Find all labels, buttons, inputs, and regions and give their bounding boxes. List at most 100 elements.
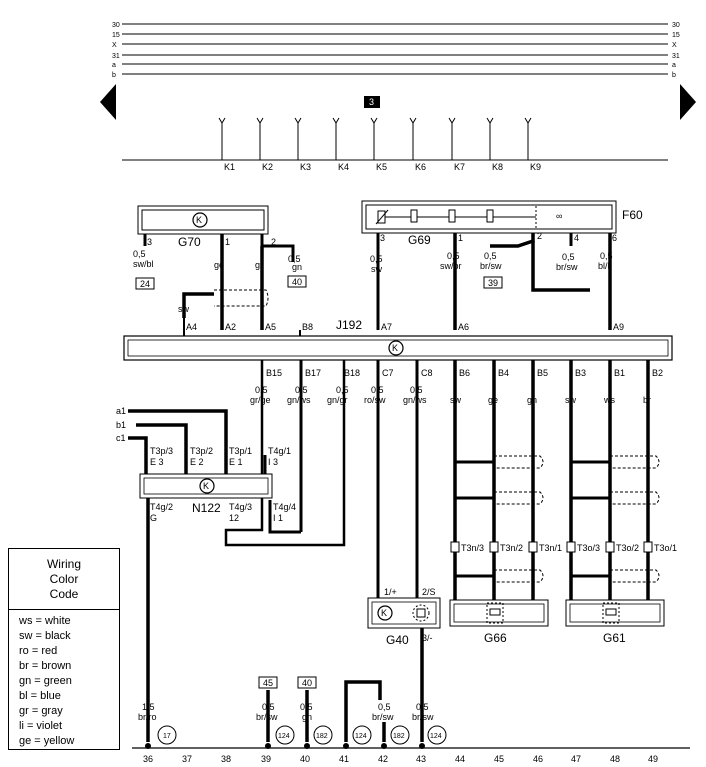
wire-color: gn/ws	[287, 395, 311, 405]
wire-gauge: 0,5	[370, 254, 383, 264]
legend-title-line: Code	[49, 587, 79, 601]
ground-ref: 182	[316, 733, 328, 740]
pin-label: T3p/3	[150, 446, 173, 456]
rail-labels-right: 30 15 X 31 a b	[672, 22, 680, 79]
pin-label: B1	[614, 368, 625, 378]
pin-label: 2	[271, 237, 276, 247]
component-g69[interactable]: ∞	[361, 200, 617, 234]
j192-top-wires	[183, 318, 301, 336]
rail-label: b	[112, 72, 116, 79]
column-number: 46	[533, 754, 543, 764]
pin-label: B5	[537, 368, 548, 378]
pin-label: C7	[382, 368, 394, 378]
arrow-left-icon[interactable]	[100, 84, 116, 120]
page-marker-box	[364, 96, 380, 108]
legend-row: ws = white	[19, 615, 71, 627]
ref-box	[287, 275, 307, 288]
g70-label: G70	[178, 235, 201, 249]
column-number: 36	[143, 754, 153, 764]
bottom-wires	[266, 628, 424, 742]
pin-label: B8	[302, 322, 313, 332]
pin-label: T3n/1	[539, 543, 562, 553]
g61-label: G61	[603, 631, 626, 645]
pin-label: B3	[575, 368, 586, 378]
component-g70[interactable]: K	[137, 205, 269, 235]
wire-color: br/sw	[412, 712, 434, 722]
bottom-wire-labels: 1,5 br/ro 0,5 br/sw 0,5 gn 0,5 br/sw 0,5…	[138, 702, 434, 722]
wire-gauge: 0,5	[255, 385, 268, 395]
column-number: 48	[610, 754, 620, 764]
k-label: K7	[454, 162, 465, 172]
legend-row: li = violet	[19, 720, 63, 732]
pin-label: G	[150, 513, 157, 523]
pin-label: 6	[612, 233, 617, 243]
column-number: 45	[494, 754, 504, 764]
k-label: K4	[338, 162, 349, 172]
component-g61[interactable]	[565, 599, 665, 627]
pin-label: T4g/3	[229, 502, 252, 512]
component-g40[interactable]: K	[367, 597, 441, 629]
k-label: K5	[376, 162, 387, 172]
legend-title: Wiring Color Code	[9, 549, 119, 610]
k-label: K3	[300, 162, 311, 172]
component-j192[interactable]: K	[123, 335, 673, 361]
rail-label: 31	[112, 53, 120, 60]
pin-label: A5	[265, 322, 276, 332]
pin-label: A2	[225, 322, 236, 332]
shield-groups	[455, 455, 660, 583]
pin-label: 1/+	[384, 587, 397, 597]
k-label: K8	[492, 162, 503, 172]
rail-label: a	[672, 62, 676, 69]
component-n122[interactable]: K	[139, 473, 273, 499]
wire-gauge: 0,5	[378, 702, 391, 712]
wire-color: sw/br	[440, 261, 462, 271]
k-symbol: K	[392, 343, 398, 353]
legend-title-line: Wiring	[46, 557, 81, 571]
rail-label: b	[672, 72, 676, 79]
j192-label: J192	[336, 318, 362, 332]
arrow-right-icon[interactable]	[680, 84, 696, 120]
pin-label: T4g/1	[268, 446, 291, 456]
ref-45: 45	[263, 678, 273, 688]
column-number: 39	[261, 754, 271, 764]
ref-box	[258, 676, 278, 689]
rail-label: 31	[672, 53, 680, 60]
pin-label: 4	[574, 233, 579, 243]
wire-color: sw/bl	[133, 259, 154, 269]
wire-color: br/sw	[556, 262, 578, 272]
column-number: 41	[339, 754, 349, 764]
j192-bottom-pins: B15 B17 B18 C7 C8 B6 B4 B5 B3 B1 B2	[266, 368, 663, 378]
wire-color: sw	[565, 395, 577, 405]
wire-gauge: 0,5	[484, 251, 497, 261]
wire-color: ge	[214, 260, 224, 270]
legend-row: br = brown	[19, 660, 72, 672]
ground-ref: 124	[430, 733, 442, 740]
g66-label: G66	[484, 631, 507, 645]
legend-row: sw = black	[19, 630, 71, 642]
wire-color: sw	[178, 304, 190, 314]
wire-gauge: 0,5	[416, 702, 429, 712]
rail-label: X	[672, 42, 677, 49]
column-number: 37	[182, 754, 192, 764]
power-rails	[122, 23, 668, 75]
pin-label: T3n/2	[500, 543, 523, 553]
n122-bottom-pins: T4g/2 G T4g/3 12 T4g/4 I 1	[150, 502, 296, 523]
component-g66[interactable]	[449, 599, 549, 627]
wire-gauge: 0,5	[447, 251, 460, 261]
wire-color: gn	[292, 262, 302, 272]
wire-gauge: 0,5	[371, 385, 384, 395]
wire-gauge: 0,5	[562, 252, 575, 262]
rail-labels-left: 30 15 X 31 a b	[112, 22, 120, 79]
wire-color: gr	[255, 260, 263, 270]
rail-label: 15	[112, 32, 120, 39]
pin-label: T3o/2	[616, 543, 639, 553]
input-label: c1	[116, 433, 126, 443]
g69-label: G69	[408, 233, 431, 247]
g70-wires	[143, 234, 295, 330]
t3-connectors	[450, 541, 653, 553]
pin-label: A9	[613, 322, 624, 332]
wire-gauge: 0,5	[600, 251, 613, 261]
j192-bottom-wires	[224, 360, 650, 600]
wire-color: br/sw	[256, 712, 278, 722]
